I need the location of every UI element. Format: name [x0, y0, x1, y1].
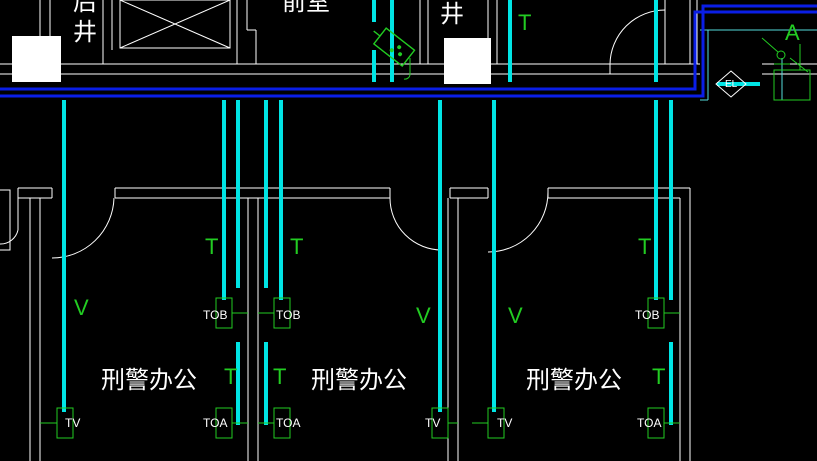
door-arc [487, 191, 549, 253]
camera-hook [403, 58, 411, 80]
el-label: EL [725, 79, 738, 90]
outlet-code: TV [497, 416, 513, 430]
outlet-code: TOB [203, 308, 228, 322]
door-arc [389, 197, 443, 251]
outlet-code: TOB [635, 308, 660, 322]
outlet-mark: T [273, 364, 287, 389]
outlet-code: TV [65, 416, 81, 430]
wall-line [0, 189, 11, 251]
outlet-code: TOA [276, 416, 301, 430]
outlet-mark: V [74, 295, 89, 320]
outlet-mark: T [205, 234, 219, 259]
el-diamond [715, 70, 747, 98]
outlet-mark: A [785, 20, 800, 45]
outlet-mark: T [224, 364, 238, 389]
door-arc [51, 197, 115, 259]
device-box [773, 69, 811, 101]
outlet-mark: T [518, 10, 532, 35]
outlet-code: TOB [276, 308, 301, 322]
bus-trunk [0, 4, 817, 98]
shaft-fill [444, 38, 491, 84]
outlet-code: TOA [637, 416, 662, 430]
room-label: 刑警办公 [101, 366, 197, 394]
outlet-code: TV [425, 416, 441, 430]
shaft-fill [12, 36, 61, 82]
outlet-mark: V [508, 303, 523, 328]
shaft-label-fragment: 后 [73, 0, 97, 16]
outlet-mark: T [638, 234, 652, 259]
room-label: 刑警办公 [526, 366, 622, 394]
outlet-symbols [40, 37, 811, 439]
security-camera-icon [372, 27, 416, 68]
outlet-mark: T [652, 364, 666, 389]
elevator-box [119, 0, 231, 49]
shaft-label-fragment: 井 [73, 18, 97, 46]
thin-cyan-lines [700, 29, 817, 101]
bus-line [0, 4, 817, 98]
door-arc [0, 229, 19, 245]
outlet-mark: V [416, 303, 431, 328]
shaft-label-fragment: 井 [440, 0, 464, 28]
room-label-fragment: 前室 [282, 0, 330, 16]
outlet-mark: T [290, 234, 304, 259]
outlet-code: TOA [203, 416, 228, 430]
elevator-cross [119, 0, 231, 49]
room-label: 刑警办公 [311, 366, 407, 394]
cable-trays [62, 0, 760, 425]
bus-line [0, 10, 817, 91]
